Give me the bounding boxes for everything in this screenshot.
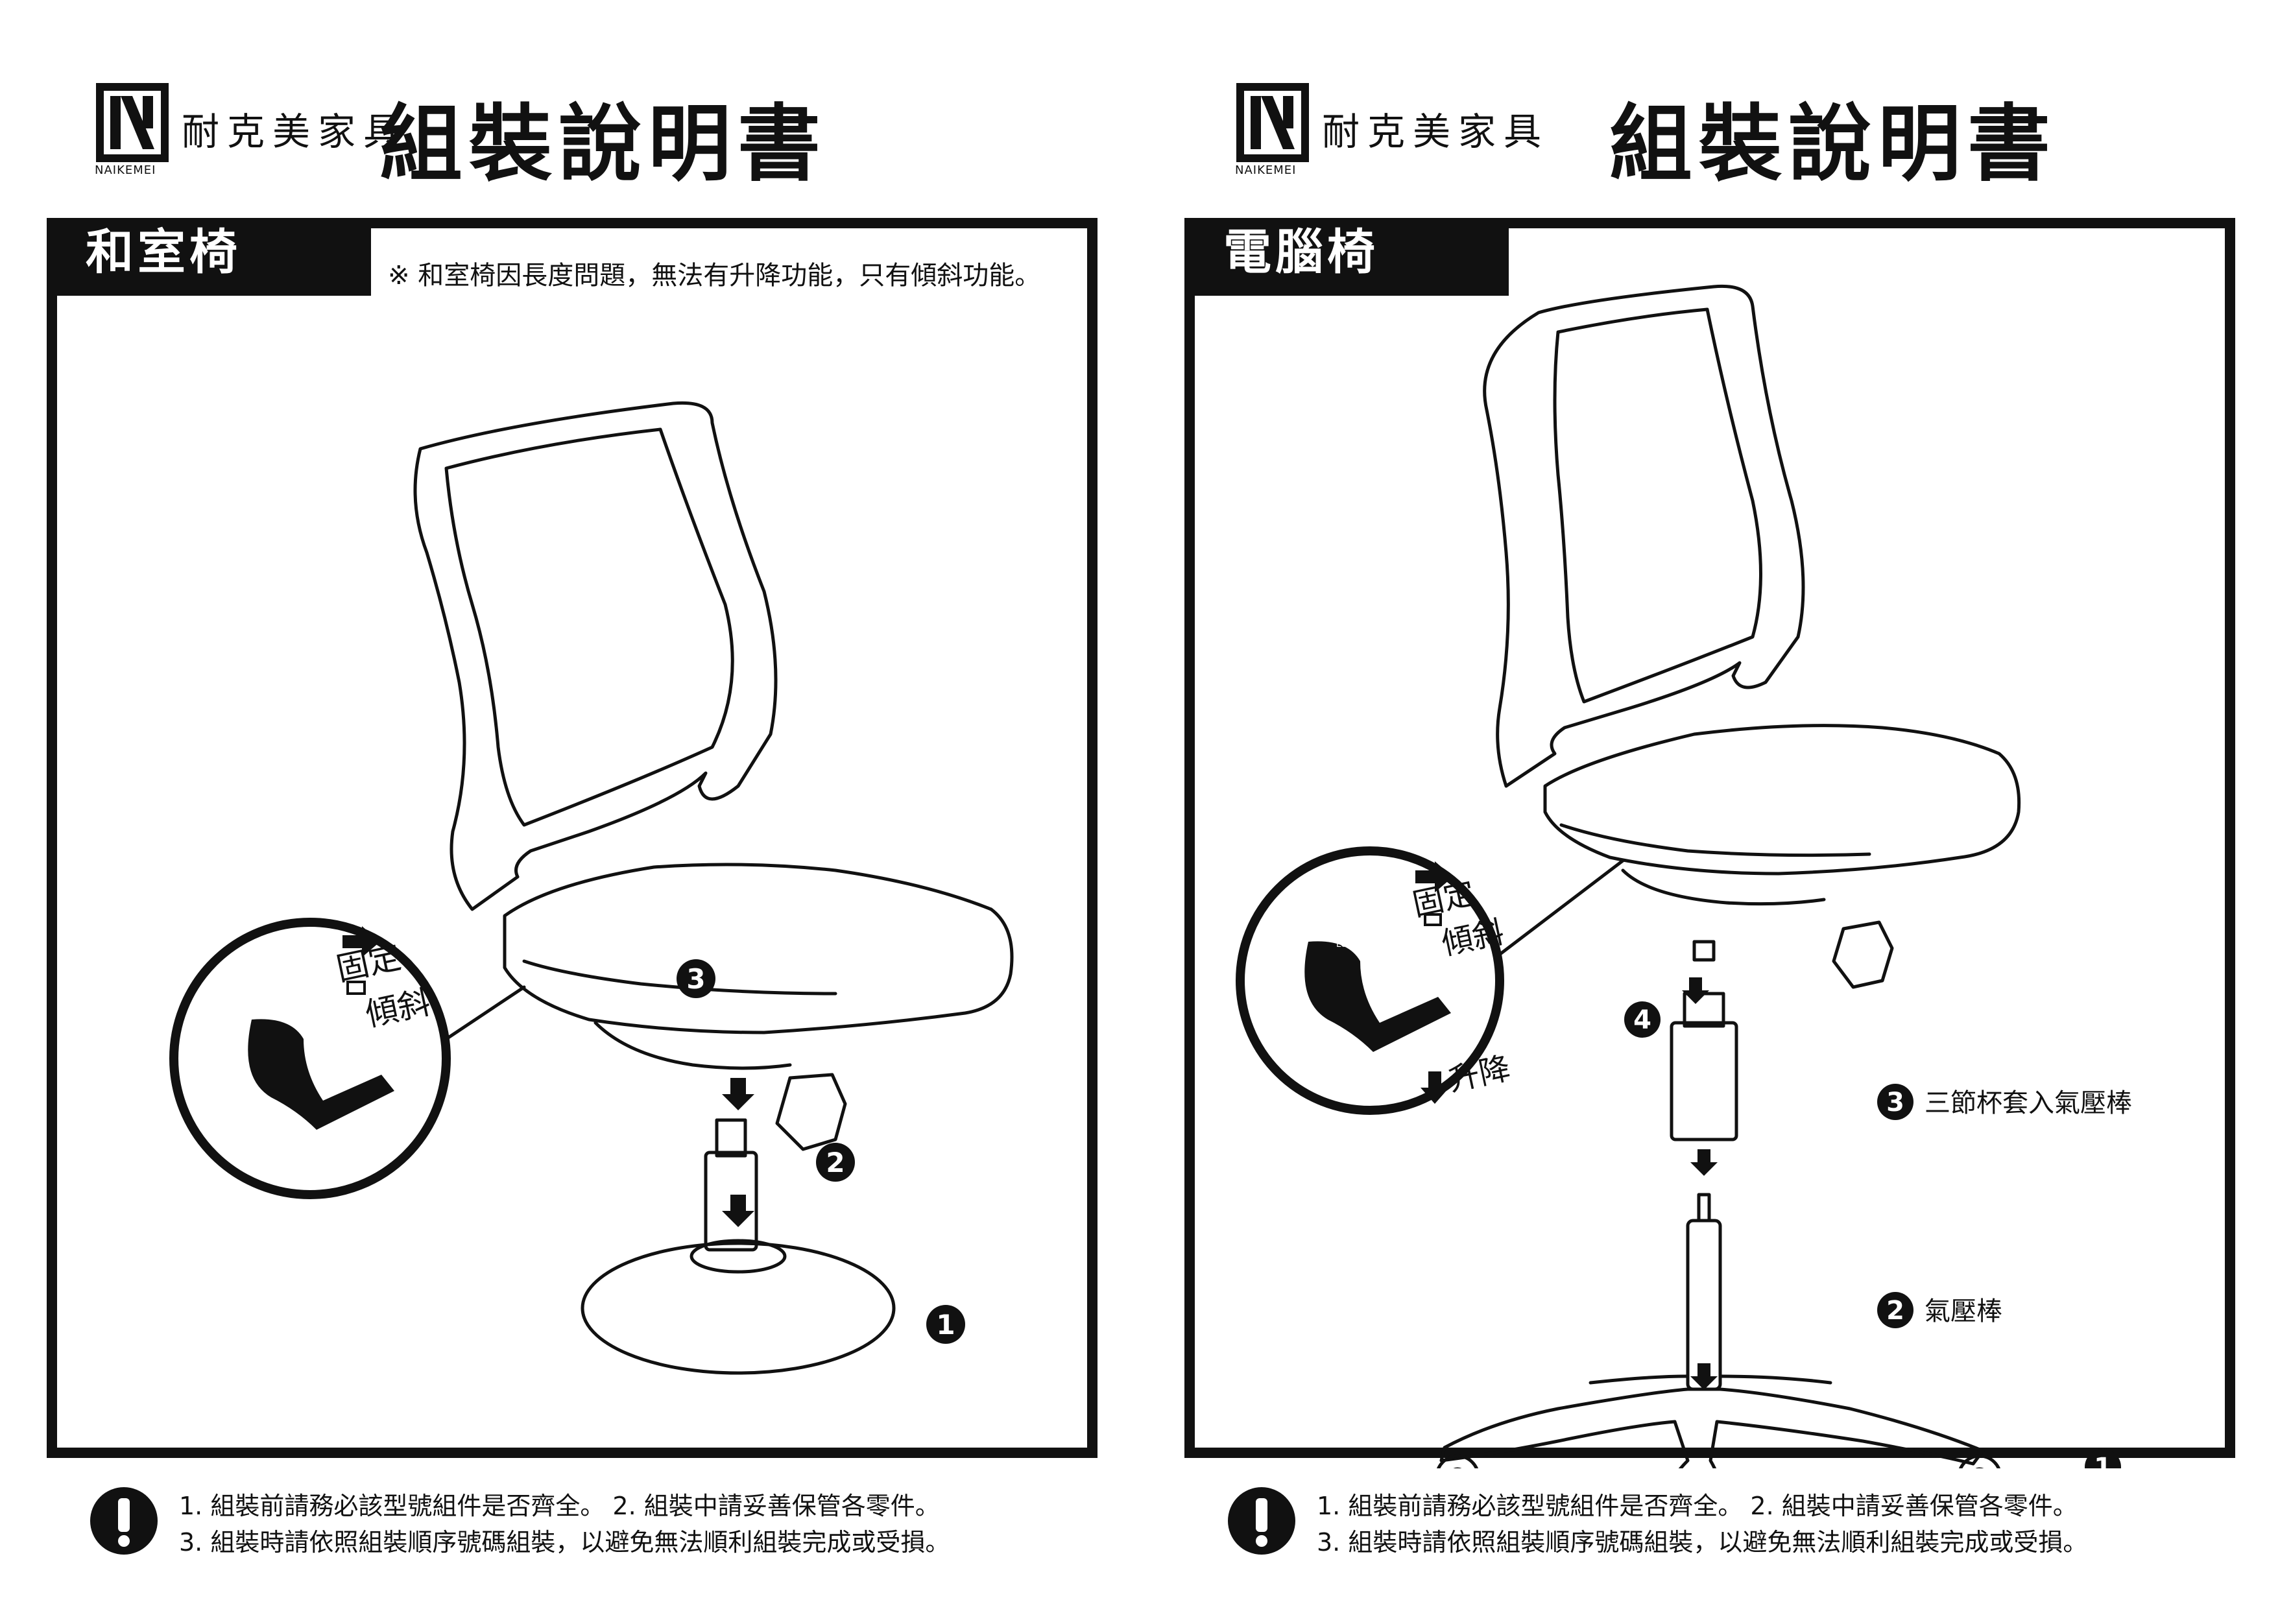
doc-title: 組裝說明書 — [379, 96, 828, 193]
exclamation-icon — [1228, 1487, 1295, 1555]
office-chair-panel: 4 3 2 1 LOCK 固定 傾斜 升降 三節杯套入氣壓棒 氣壓棒 電腦椅 — [1184, 218, 2235, 1468]
right-step-2: 2 — [1886, 1296, 1904, 1326]
footer-line-2: 3. 組裝時請依照組裝順序號碼組裝，以避免無法順利組裝完成或受損。 — [1317, 1528, 2088, 1557]
brand-name: 耐克美家具 — [182, 110, 409, 154]
panel-tab-tatami: 和室椅 — [47, 218, 371, 296]
right-sheet: NAIKEMEI 耐克美家具 組裝說明書 — [1146, 0, 2291, 1624]
office-chair-illustration: 4 3 2 1 LOCK 固定 傾斜 升降 三節杯套入氣壓棒 氣壓棒 — [1236, 284, 2132, 1468]
right-step-3: 3 — [1886, 1088, 1904, 1117]
left-lever-lock: LOCK — [283, 1014, 306, 1024]
left-lever-callout — [169, 918, 451, 1199]
step2-label: 氣壓棒 — [1925, 1296, 2002, 1326]
brand-sub: NAIKEMEI — [1235, 163, 1297, 177]
doc-title: 組裝說明書 — [1609, 96, 2057, 193]
right-step-1: 1 — [2094, 1453, 2112, 1468]
left-step-badges — [677, 959, 965, 1344]
left-step-1: 1 — [936, 1309, 955, 1341]
footer-notes: 1. 組裝前請務必該型號組件是否齊全。 2. 組裝中請妥善保管各零件。 3. 組… — [1226, 1485, 2238, 1570]
tatami-chair-illustration: 3 2 1 LOCK 固定 傾斜 — [169, 401, 1014, 1375]
brand-sub: NAIKEMEI — [95, 163, 156, 177]
right-step-4: 4 — [1633, 1005, 1651, 1035]
brand-name: 耐克美家具 — [1322, 110, 1550, 154]
exclamation-icon — [90, 1487, 158, 1555]
footer-line-1: 1. 組裝前請務必該型號組件是否齊全。 2. 組裝中請妥善保管各零件。 — [1317, 1492, 2078, 1520]
footer-line-2: 3. 組裝時請依照組裝順序號碼組裝，以避免無法順利組裝完成或受損。 — [179, 1528, 950, 1557]
left-step-2: 2 — [826, 1147, 845, 1178]
right-lever-lock: LOCK — [1336, 940, 1359, 949]
tatami-note: ※ 和室椅因長度問題，無法有升降功能，只有傾斜功能。 — [388, 261, 1041, 291]
left-sheet: NAIKEMEI 耐克美家具 組裝說明書 — [47, 83, 1100, 1570]
tatami-chair-panel: 3 2 1 LOCK 固定 傾斜 和室椅 ※ 和室椅因長度問題，無法有升降功能，… — [47, 218, 1098, 1458]
panel-tab-office: 電腦椅 — [1184, 218, 1509, 296]
step3-label: 三節杯套入氣壓棒 — [1925, 1088, 2132, 1118]
footer-notes: 1. 組裝前請務必該型號組件是否齊全。 2. 組裝中請妥善保管各零件。 3. 組… — [88, 1485, 1100, 1570]
footer-line-1: 1. 組裝前請務必該型號組件是否齊全。 2. 組裝中請妥善保管各零件。 — [179, 1492, 940, 1520]
left-step-3: 3 — [686, 963, 705, 995]
naikemei-logo-icon — [96, 83, 169, 162]
right-step-badges — [1624, 1001, 2121, 1468]
naikemei-logo-icon — [1236, 83, 1309, 162]
right-lever-callout — [1236, 846, 1504, 1115]
